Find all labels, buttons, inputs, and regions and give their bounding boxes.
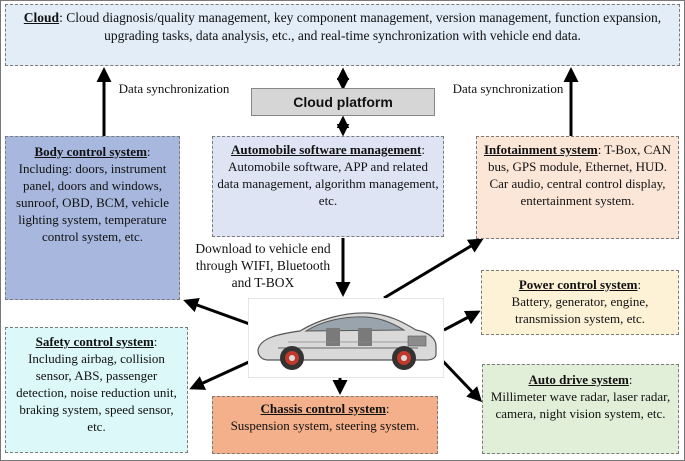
safety-control-title: Safety control system: [35, 334, 154, 349]
software-management-box: Automobile software management: Automobi…: [212, 136, 444, 237]
infotainment-text: : T-Box, CAN bus, GPS module, Ethernet, …: [487, 142, 672, 208]
power-control-title: Power control system: [518, 277, 638, 292]
software-management-text: : Automobile software, APP and related d…: [217, 142, 439, 208]
safety-control-colon: :: [153, 334, 158, 349]
chassis-control-title: Chassis control system: [260, 401, 386, 416]
data-sync-left-label: Data synchronization: [118, 81, 230, 96]
software-management-title: Automobile software management: [230, 142, 422, 157]
auto-drive-box: Auto drive system: Millimeter wave radar…: [482, 364, 679, 454]
cloud-text: : Cloud diagnosis/quality management, ke…: [59, 10, 662, 43]
chassis-control-colon: :: [385, 401, 390, 416]
cloud-title: Cloud: [23, 10, 60, 25]
power-control-text: Battery, generator, engine, transmission…: [511, 294, 649, 326]
data-sync-right-label: Data synchronization: [452, 81, 564, 96]
cloud-platform-box: Cloud platform: [251, 88, 435, 116]
chassis-control-box: Chassis control system: Suspension syste…: [212, 396, 438, 454]
infotainment-title: Infotainment system: [483, 142, 598, 157]
safety-control-box: Safety control system: Including airbag,…: [5, 327, 188, 453]
body-control-text: Including: doors, instrument panel, door…: [15, 161, 170, 244]
car-illustration: [247, 297, 445, 379]
auto-drive-title: Auto drive system: [528, 372, 629, 387]
body-control-box: Body control system: Including: doors, i…: [5, 136, 180, 300]
safety-control-text: Including airbag, collision sensor, ABS,…: [16, 351, 177, 434]
body-control-colon: :: [146, 144, 151, 159]
auto-drive-colon: :: [628, 372, 633, 387]
car-icon: [247, 297, 445, 379]
cloud-box: Cloud: Cloud diagnosis/quality managemen…: [5, 4, 680, 66]
body-control-title: Body control system: [34, 144, 147, 159]
cloud-platform-label: Cloud platform: [293, 94, 393, 110]
power-control-box: Power control system: Battery, generator…: [481, 270, 679, 335]
power-control-colon: :: [637, 277, 642, 292]
infotainment-box: Infotainment system: T-Box, CAN bus, GPS…: [476, 136, 679, 239]
chassis-control-text: Suspension system, steering system.: [230, 418, 420, 433]
auto-drive-text: Millimeter wave radar, laser radar, came…: [490, 389, 671, 421]
download-label: Download to vehicle end through WIFI, Bl…: [195, 241, 331, 290]
